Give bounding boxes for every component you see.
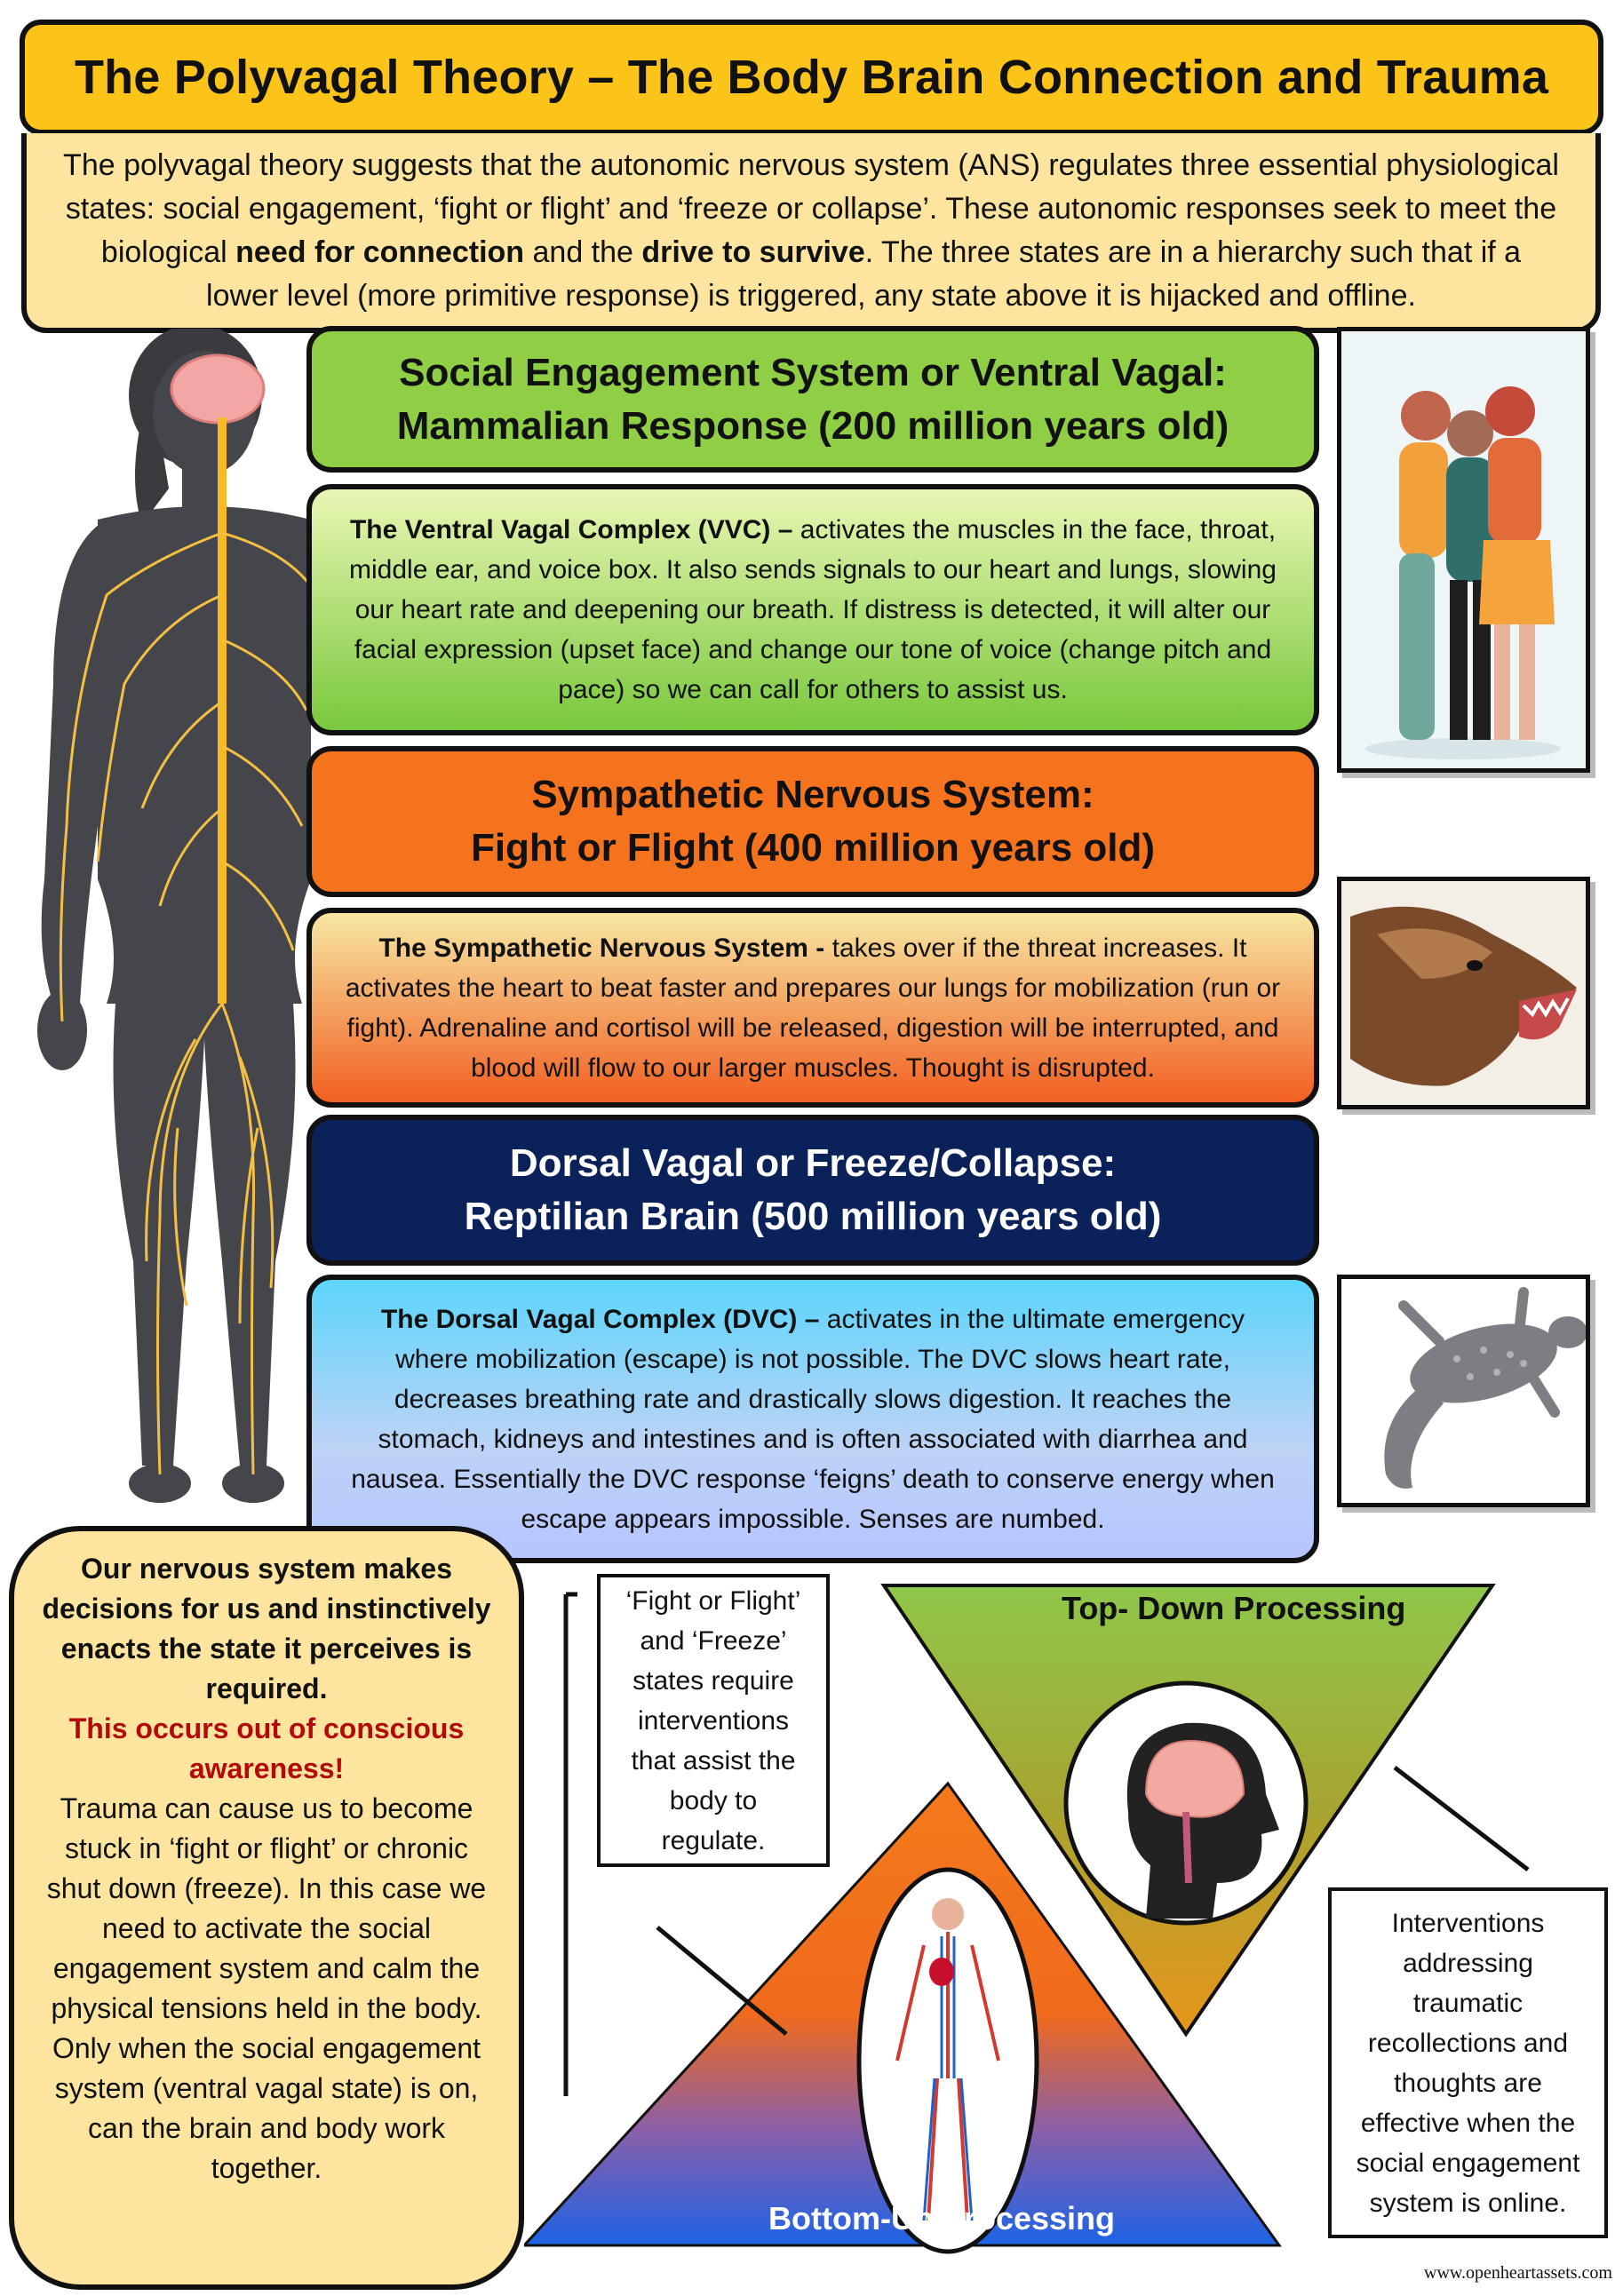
- ventral-vagal-header: Social Engagement System or Ventral Vaga…: [306, 326, 1319, 473]
- dorsal-vagal-header: Dorsal Vagal or Freeze/Collapse: Reptili…: [306, 1115, 1319, 1266]
- page-title: The Polyvagal Theory – The Body Brain Co…: [74, 51, 1549, 104]
- nervous-system-body-figure: [37, 329, 311, 1503]
- ventral-vagal-term: The Ventral Vagal Complex (VVC) –: [349, 515, 793, 544]
- sympathetic-title: Sympathetic Nervous System:: [531, 773, 1094, 816]
- explanation-bold-text: Our nervous system makes decisions for u…: [42, 1553, 491, 1704]
- sympathetic-header: Sympathetic Nervous System: Fight or Fli…: [306, 746, 1319, 897]
- ventral-vagal-subtitle: Mammalian Response (200 million years ol…: [396, 403, 1229, 448]
- ventral-vagal-title: Social Engagement System or Ventral Vaga…: [399, 350, 1227, 394]
- sympathetic-term: The Sympathetic Nervous System -: [378, 933, 825, 963]
- gecko-photo: [1337, 1275, 1590, 1507]
- hugging-people-photo: [1337, 327, 1590, 773]
- dorsal-vagal-subtitle: Reptilian Brain (500 million years old): [464, 1195, 1162, 1238]
- wolf-photo: [1337, 877, 1590, 1109]
- sympathetic-description: The Sympathetic Nervous System - takes o…: [306, 908, 1319, 1108]
- dorsal-vagal-description: The Dorsal Vagal Complex (DVC) – activat…: [306, 1275, 1319, 1563]
- left-note-text: ‘Fight or Flight’ and ‘Freeze’ states re…: [625, 1585, 801, 1855]
- dorsal-vagal-term: The Dorsal Vagal Complex (DVC) –: [380, 1304, 820, 1334]
- nervous-system-explanation: Our nervous system makes decisions for u…: [9, 1526, 524, 2290]
- sympathetic-text: takes over if the threat increases. It a…: [345, 933, 1281, 1083]
- explanation-body-text: Trauma can cause us to become stuck in ‘…: [46, 1792, 487, 2184]
- footer-url: www.openheartassets.com: [1424, 2263, 1612, 2283]
- bottom-up-label: Bottom-Up Processing: [768, 2200, 1116, 2236]
- explanation-alert-text: This occurs out of conscious awareness!: [68, 1712, 465, 1784]
- left-note-box: ‘Fight or Flight’ and ‘Freeze’ states re…: [597, 1574, 830, 1867]
- ventral-vagal-text: activates the muscles in the face, throa…: [349, 515, 1277, 704]
- sympathetic-subtitle: Fight or Flight (400 million years old): [470, 826, 1156, 870]
- top-down-label: Top- Down Processing: [1062, 1590, 1406, 1626]
- right-note-text: Interventions addressing traumatic recol…: [1356, 1908, 1580, 2218]
- right-note-box: Interventions addressing traumatic recol…: [1328, 1887, 1608, 2238]
- intro-text: The polyvagal theory suggests that the a…: [63, 147, 1559, 313]
- processing-diagram: [524, 1584, 1530, 2254]
- dorsal-vagal-title: Dorsal Vagal or Freeze/Collapse:: [509, 1141, 1117, 1185]
- ventral-vagal-description: The Ventral Vagal Complex (VVC) – activa…: [306, 484, 1319, 735]
- title-banner: The Polyvagal Theory – The Body Brain Co…: [20, 20, 1603, 135]
- dorsal-vagal-text: activates in the ultimate emergency wher…: [351, 1304, 1275, 1534]
- intro-box: The polyvagal theory suggests that the a…: [21, 133, 1601, 333]
